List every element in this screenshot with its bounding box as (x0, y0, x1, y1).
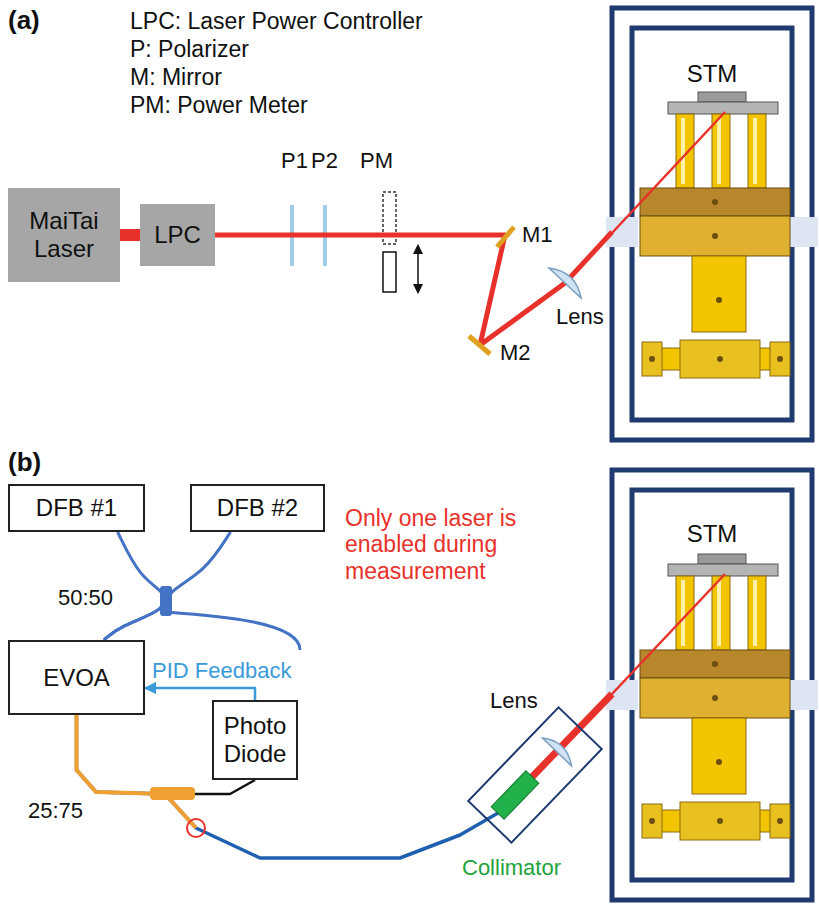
label-text: PM: Power Meter (130, 92, 308, 118)
node-text: STM (687, 60, 738, 88)
orange-fiber (77, 715, 197, 828)
device-box: EVOA (8, 640, 145, 715)
lens (543, 733, 577, 766)
node-text: LPC (154, 221, 201, 249)
optical-fiber (104, 532, 231, 640)
label-text: M2 (500, 340, 531, 365)
lens-shape (549, 262, 587, 298)
collimator (491, 771, 539, 819)
move-arrow (417, 246, 419, 292)
mirror (497, 227, 514, 247)
open-fiber (166, 612, 300, 650)
coupler (160, 586, 172, 616)
label-text: P: Polarizer (130, 36, 249, 62)
panel-letter: (b) (8, 448, 41, 478)
device-box: Photo Diode (212, 700, 298, 780)
edge-label: PID Feedback (152, 658, 291, 683)
device-box: DFB #2 (190, 484, 325, 532)
device-box: DFB #1 (8, 484, 145, 532)
window (786, 217, 818, 247)
optical-fiber (77, 694, 613, 858)
label-text: PM (360, 148, 393, 173)
collimator-body (491, 771, 539, 819)
feedback-arrow (145, 688, 255, 700)
stm-figure (640, 554, 790, 840)
housing-inner (632, 490, 792, 880)
label-text: Lens (556, 304, 604, 329)
label-text: Only one laser is enabled during measure… (345, 505, 595, 584)
node-text: DFB #1 (36, 494, 117, 522)
node-text: MaiTai Laser (14, 207, 114, 262)
stm-housing: STM (612, 8, 812, 440)
beam (532, 694, 612, 777)
beam (612, 574, 725, 694)
housing-outer (612, 470, 812, 900)
lens-mount (468, 707, 601, 842)
window (786, 680, 818, 710)
housing-inner (632, 28, 792, 420)
device-box: LPC (140, 204, 215, 266)
lens-shape (543, 733, 577, 766)
label-text: 25:75 (28, 798, 83, 823)
label-text: Collimator (462, 855, 561, 880)
device-box: MaiTai Laser (8, 188, 120, 282)
mount-outline (468, 707, 601, 842)
mirror (469, 336, 490, 354)
coupler (150, 787, 195, 800)
stm-housing: STM (612, 470, 812, 900)
node-text: STM (687, 520, 738, 548)
node-text: Photo Diode (220, 712, 290, 767)
fiber-connector (187, 819, 205, 837)
stm-figure (640, 92, 790, 378)
node-text: DFB #2 (217, 494, 298, 522)
laser-beam (120, 229, 140, 241)
label-text: Lens (490, 688, 538, 713)
laser-beam (215, 232, 612, 345)
label-text: LPC: Laser Power Controller (130, 8, 423, 34)
lens (549, 262, 587, 298)
beam (612, 112, 725, 233)
panel-letter: (a) (8, 6, 40, 36)
label-text: M: Mirror (130, 64, 222, 90)
power-meter-out (383, 252, 396, 292)
label-text: P2 (311, 148, 338, 173)
label-text: M1 (522, 222, 553, 247)
node-text: EVOA (43, 664, 110, 692)
label-text: P1 (281, 148, 308, 173)
housing-outer (612, 8, 812, 440)
label-text: 50:50 (58, 585, 113, 610)
